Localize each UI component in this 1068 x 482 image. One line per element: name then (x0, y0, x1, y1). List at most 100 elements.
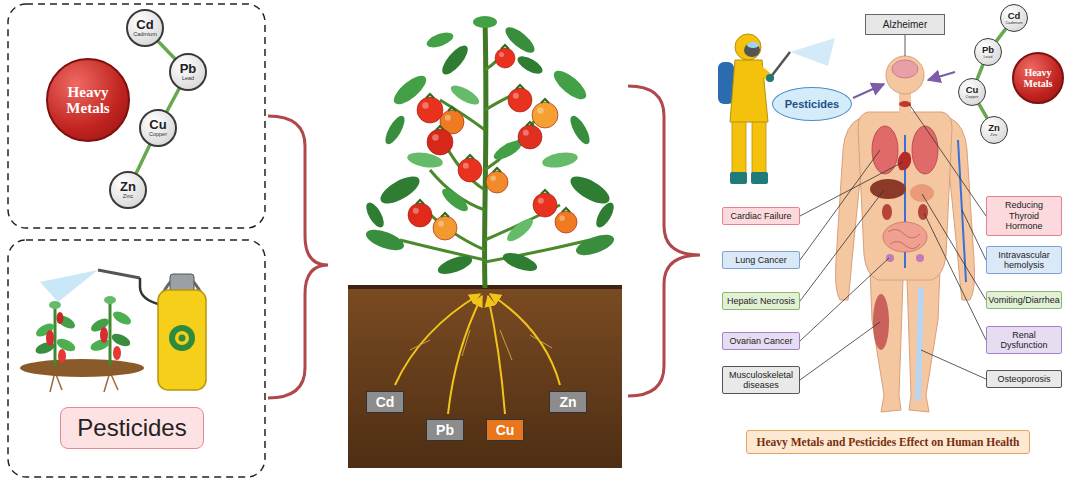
sprayer-person (732, 118, 746, 176)
element-badge: CuCopper (139, 109, 177, 147)
symptom-box: Hepatic Necrosis (722, 292, 800, 310)
label-text: Reducing Thyroid Hormone (990, 200, 1058, 231)
soil-block (348, 285, 622, 468)
sprayer-person (730, 172, 747, 184)
label-text: Lung Cancer (735, 255, 787, 265)
sprayer-person (744, 43, 760, 57)
seedling-scene (55, 336, 77, 354)
tomato-calyx (448, 107, 456, 111)
seedling-scene (20, 296, 144, 392)
sprayer-person (766, 74, 774, 82)
chain-link (136, 145, 149, 173)
symptom-box: Lung Cancer (722, 251, 800, 269)
root (488, 296, 505, 414)
tomato (538, 198, 544, 204)
root (395, 294, 560, 414)
element-name: Zinc (990, 133, 998, 137)
seedling-scene (89, 337, 111, 353)
label-text: Cardiac Failure (730, 211, 791, 221)
element-badge: ZnZinc (980, 116, 1008, 144)
soil-metal-tag: Pb (426, 419, 464, 441)
tomato-calyx (426, 94, 434, 98)
tomato (537, 107, 544, 114)
tomato (413, 208, 419, 214)
element-name: Cadmium (133, 32, 157, 38)
leaf (573, 231, 616, 260)
tomato-calyx (526, 122, 534, 126)
leader-line (922, 194, 986, 300)
seedling-scene (109, 303, 112, 366)
chain-link (977, 65, 983, 79)
seedling-scene (111, 309, 133, 328)
symptom-box: Ovarian Cancer (722, 332, 800, 350)
leaf (567, 113, 593, 147)
sprayer-person (770, 52, 790, 78)
pesticides-ellipse: Pesticides (772, 87, 852, 121)
sprayer-tank (40, 270, 98, 302)
tomato-calyx (501, 45, 509, 49)
exposure-arrow (853, 72, 955, 98)
label-text: Cd (1008, 11, 1021, 21)
human-body (892, 60, 918, 78)
leader-line (909, 104, 986, 216)
label-text: Pb (436, 422, 454, 438)
leader-line (800, 150, 880, 260)
sprayer-person (790, 38, 835, 66)
human-body (870, 179, 906, 199)
tomato (499, 52, 504, 57)
leaf (363, 200, 387, 230)
element-badge: PbLead (974, 38, 1002, 66)
human-body (907, 268, 940, 412)
human-body (918, 290, 921, 398)
heavy-metals-circle: Heavy Metals (1012, 52, 1064, 104)
human-body (883, 222, 927, 252)
label-text: Heavy Metals and Pesticides Effect on Hu… (757, 436, 1020, 448)
symptom-box: Osteoporosis (986, 370, 1062, 388)
leaf (550, 66, 591, 104)
tomato (508, 88, 532, 112)
tomato (518, 125, 542, 149)
label-text: Cu (966, 85, 979, 95)
label-text: Pesticides (77, 414, 186, 442)
label-text: Cu (149, 118, 166, 131)
label-text: Renal Dysfunction (990, 330, 1058, 351)
label-text: Zn (988, 123, 1000, 133)
seedling-scene (100, 327, 108, 343)
leaf (390, 71, 431, 109)
label-text: Zn (120, 180, 136, 193)
soil-metal-tag: Cd (366, 391, 405, 413)
element-name: Lead (984, 55, 993, 59)
label-text: Zn (559, 394, 576, 410)
label-text: Heavy Metals (52, 84, 124, 117)
human-body (886, 56, 924, 94)
tomato (533, 193, 557, 217)
tomato-calyx (416, 200, 424, 204)
sprayer-tank (175, 331, 189, 345)
chain-link (167, 89, 179, 112)
element-name: Zinc (123, 194, 133, 200)
seedling-scene (104, 296, 116, 304)
leaf (382, 113, 408, 147)
tomato-calyx (466, 155, 474, 159)
human-body (910, 184, 934, 202)
leaf (439, 185, 471, 215)
chain-link (979, 104, 987, 118)
human-body (882, 204, 892, 220)
seedling-scene (113, 346, 121, 360)
human-body (836, 56, 975, 412)
bracket (268, 116, 328, 398)
tomato (433, 216, 457, 240)
tomato (486, 171, 508, 193)
element-badge: CdCadmium (1000, 4, 1028, 32)
human-body (899, 92, 911, 114)
label-text: Cd (136, 18, 153, 31)
human-body (888, 229, 920, 248)
seedling-scene (110, 331, 132, 349)
tomato (523, 130, 529, 136)
human-body (886, 254, 894, 262)
soil-block (348, 285, 622, 468)
label-text: Pesticides (785, 98, 839, 110)
sprayer-tank (40, 270, 206, 390)
human-body (858, 112, 952, 280)
leader-line (924, 213, 986, 340)
